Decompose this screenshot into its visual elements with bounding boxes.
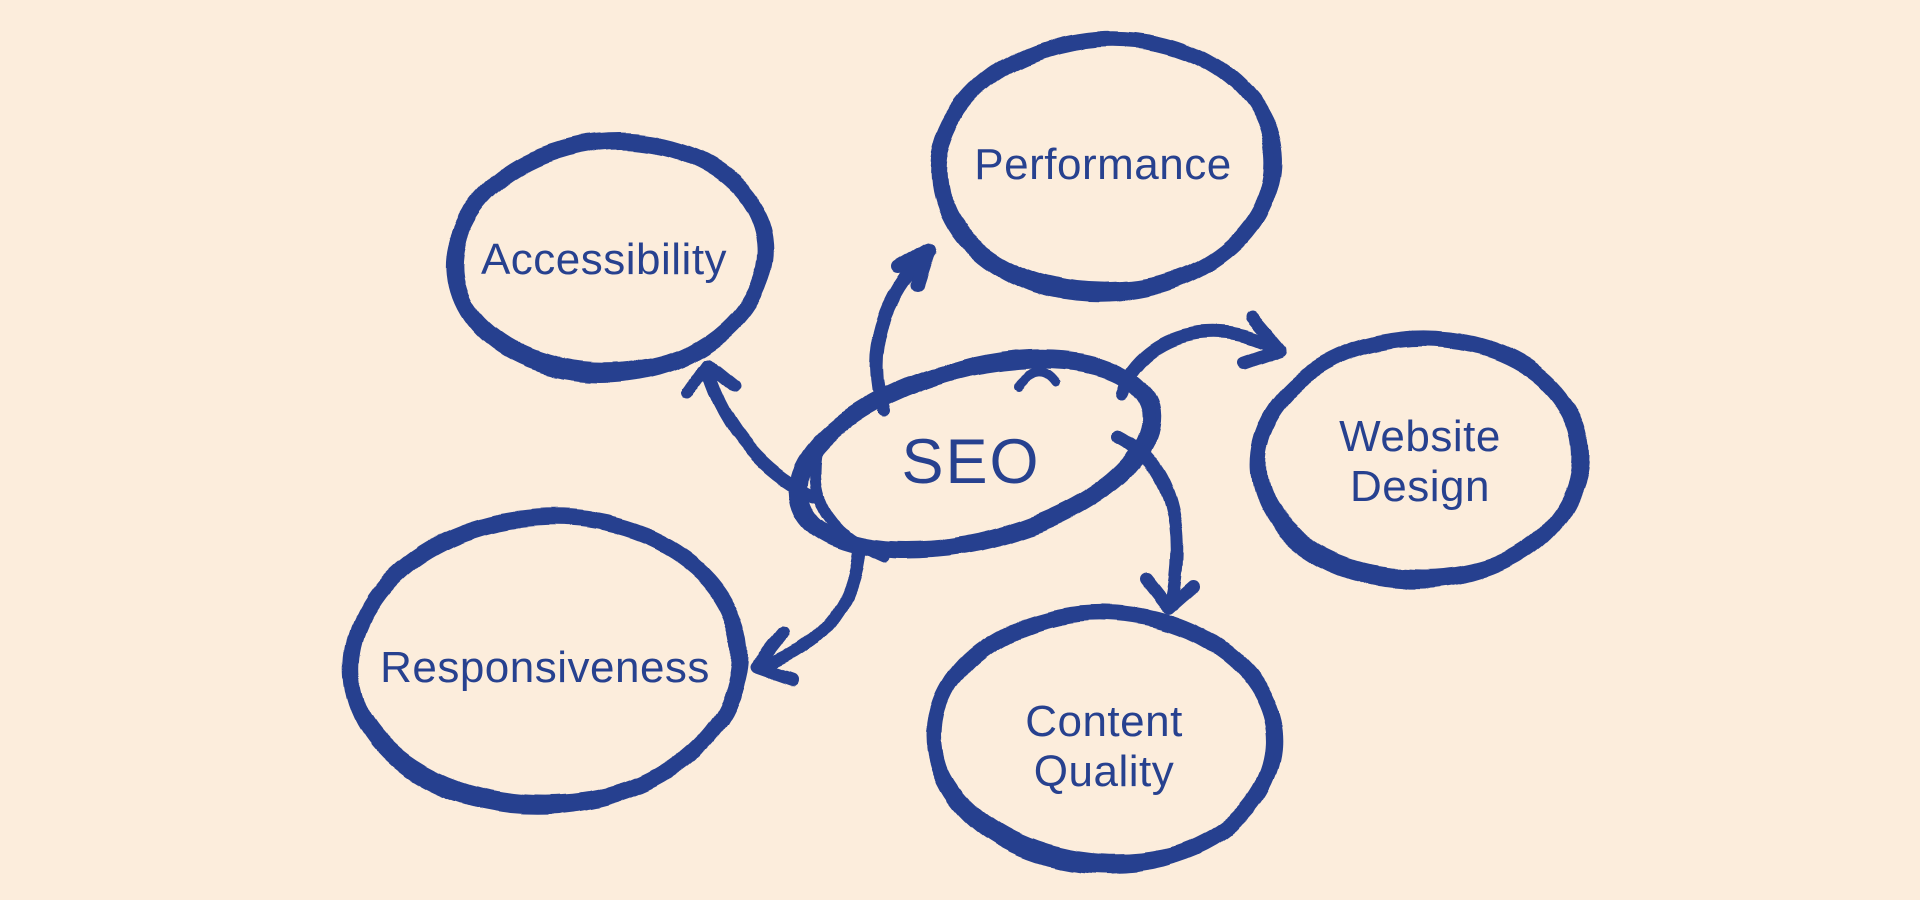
arrow-seo-to-performance <box>870 243 937 419</box>
node-label-accessibility: Accessibility <box>480 234 728 284</box>
seo-ellipse-hook-stroke <box>1013 367 1061 391</box>
arrowhead-responsiveness <box>750 628 801 688</box>
node-ellipse-website-design <box>1250 330 1589 590</box>
node-label-seo: SEO <box>901 427 1041 497</box>
node-ellipse-performance <box>930 29 1283 303</box>
node-ellipse-responsiveness <box>344 509 749 815</box>
arrowhead-website-design <box>1236 309 1287 369</box>
node-label-website-design: Website Design <box>1339 411 1501 511</box>
arrow-seo-to-accessibility <box>679 357 821 503</box>
seo-ellipse-tail-stroke <box>810 434 890 564</box>
arrow-seo-to-website-design <box>1115 309 1287 399</box>
node-label-content-quality: Content Quality <box>1025 696 1183 796</box>
arrowhead-performance <box>893 243 937 294</box>
node-ellipse-seo <box>788 349 1162 564</box>
arrow-seo-to-responsiveness <box>750 540 866 688</box>
node-ellipse-content-quality <box>927 604 1284 874</box>
node-ellipse-accessibility <box>446 133 775 383</box>
node-label-performance: Performance <box>974 139 1232 189</box>
arrowhead-content-quality <box>1139 573 1200 615</box>
arrowhead-accessibility <box>679 357 742 401</box>
arrow-seo-to-content-quality <box>1113 430 1200 615</box>
node-label-responsiveness: Responsiveness <box>380 642 710 692</box>
